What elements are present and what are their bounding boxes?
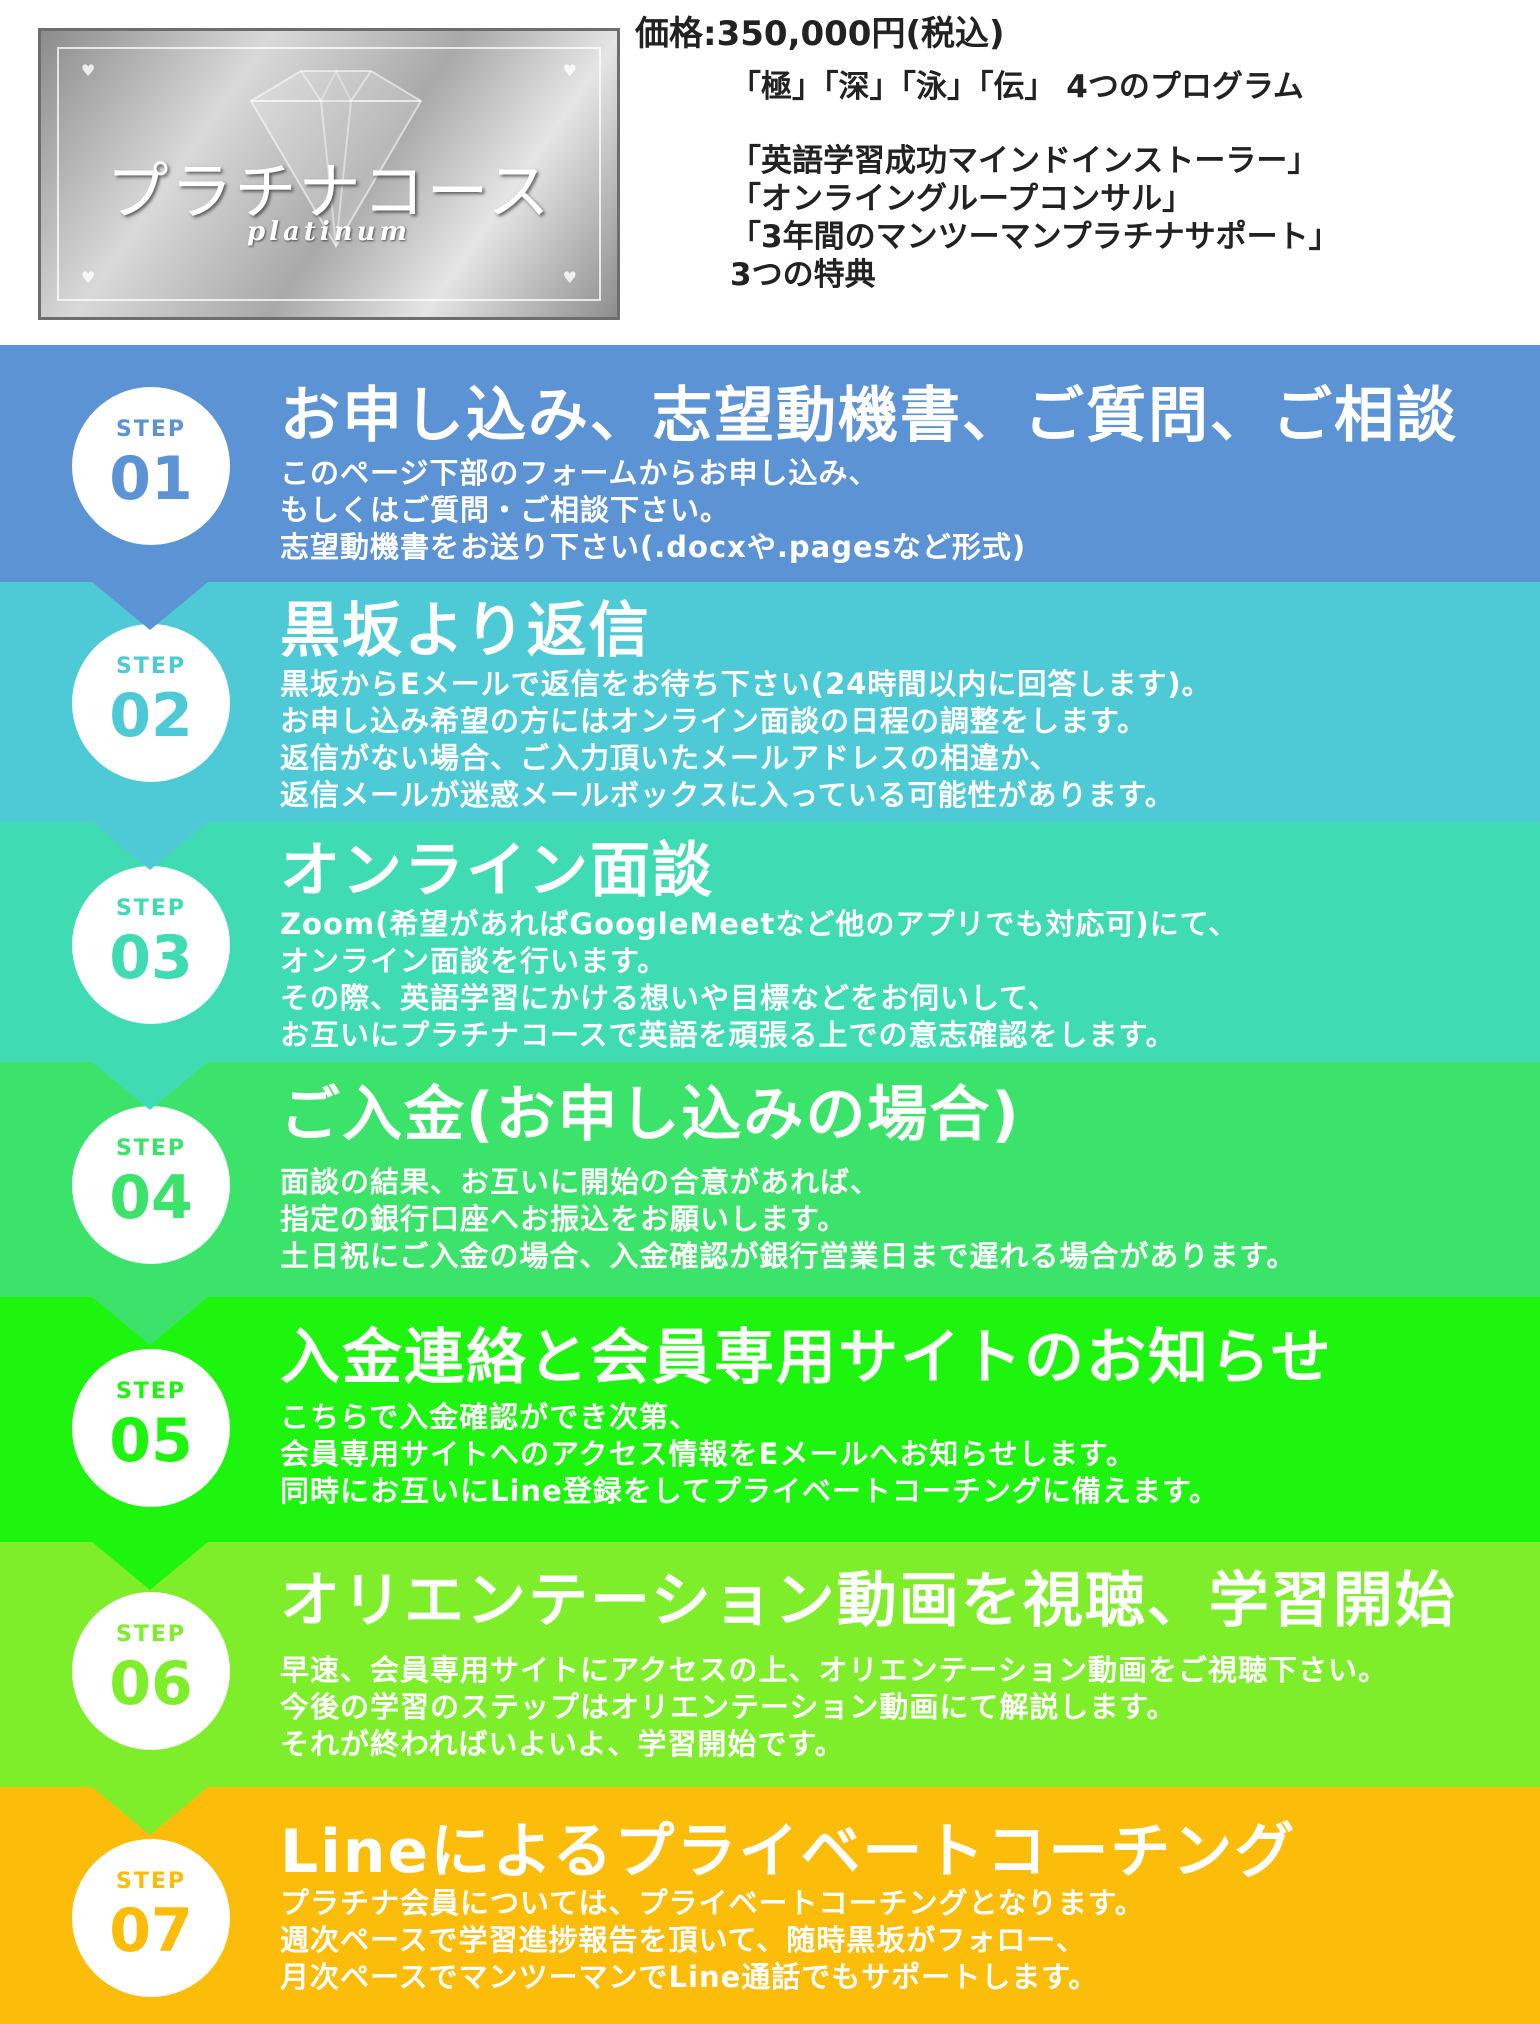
step-badge: STEP 04 — [72, 1106, 230, 1264]
step-arrow — [92, 1542, 208, 1590]
step-title: オンライン面談 — [280, 836, 714, 906]
heart-ornament-icon: ♥ — [562, 61, 577, 80]
description-line: 週次ペースで学習進捗報告を頂いて、随時黒坂がフォロー、 — [280, 1923, 1086, 1957]
benefit-item: 「3年間のマンツーマンプラチナサポート」 — [730, 219, 1340, 255]
step-description: Zoom(希望があればGoogleMeetなど他のアプリでも対応可)にて、 オン… — [280, 906, 1238, 1054]
program-list: 「極」「深」「泳」「伝」 4つのプログラム — [730, 69, 1304, 105]
step-arrow — [92, 1062, 208, 1110]
benefit-item: 「オンライングループコンサル」 — [730, 181, 1194, 217]
step-arrow — [92, 1787, 208, 1835]
card-course-subtitle: platinum — [246, 217, 412, 247]
step-01: STEP 01 お申し込み、志望動機書、ご質問、ご相談 このページ下部のフォーム… — [0, 345, 1540, 630]
step-06: STEP 06 オリエンテーション動画を視聴、学習開始 早速、会員専用サイトにア… — [0, 1542, 1540, 1835]
step-badge: STEP 07 — [72, 1839, 230, 1997]
step-title: Lineによるプライベートコーチング — [280, 1817, 1297, 1887]
step-description: プラチナ会員については、プライベートコーチングとなります。 週次ペースで学習進捗… — [280, 1885, 1145, 1996]
description-line: その際、英語学習にかける想いや目標などをお伺いして、 — [280, 981, 1058, 1015]
description-line: 返信がない場合、ご入力頂いたメールアドレスの相違か、 — [280, 741, 1060, 775]
benefit-item: 「英語学習成功マインドインストーラー」 — [730, 143, 1319, 179]
step-07: STEP 07 Lineによるプライベートコーチング プラチナ会員については、プ… — [0, 1787, 1540, 2024]
step-label: STEP — [115, 1869, 186, 1894]
description-line: 志望動機書をお送り下さい(.docxや.pagesなど形式) — [280, 530, 1027, 564]
step-label: STEP — [115, 1379, 186, 1404]
description-line: 面談の結果、お互いに開始の合意があれば、 — [280, 1165, 881, 1199]
step-title: 黒坂より返信 — [280, 596, 651, 666]
step-label: STEP — [115, 1622, 186, 1647]
description-line: オンライン面談を行います。 — [280, 944, 668, 978]
step-03: STEP 03 オンライン面談 Zoom(希望があればGoogleMeetなど他… — [0, 822, 1540, 1110]
description-line: 今後の学習のステップはオリエンテーション動画にて解説します。 — [280, 1690, 1177, 1724]
step-arrow — [92, 582, 208, 630]
price-label: 価格:350,000円(税込) — [635, 14, 1005, 54]
step-description: こちらで入金確認ができ次第、 会員専用サイトへのアクセス情報をEメールへお知らせ… — [280, 1399, 1219, 1510]
description-line: もしくはご質問・ご相談下さい。 — [280, 493, 731, 527]
step-number: 07 — [109, 1896, 193, 1966]
step-number: 05 — [109, 1406, 193, 1476]
step-label: STEP — [115, 654, 186, 679]
step-badge: STEP 01 — [72, 387, 230, 545]
step-number: 03 — [109, 923, 193, 993]
description-line: お申し込み希望の方にはオンライン面談の日程の調整をします。 — [280, 704, 1148, 738]
description-line: それが終わればいよいよ、学習開始です。 — [280, 1727, 845, 1761]
card-frame — [57, 47, 601, 301]
step-05: STEP 05 入金連絡と会員専用サイトのお知らせ こちらで入金確認ができ次第、… — [0, 1297, 1540, 1590]
course-header: ♥ ♥ ♥ ♥ プラチナコース platinum 価格:350,000円(税込)… — [0, 0, 1540, 345]
description-line: 返信メールが迷惑メールボックスに入っている可能性があります。 — [280, 778, 1175, 812]
step-description: 早速、会員専用サイトにアクセスの上、オリエンテーション動画をご視聴下さい。 今後… — [280, 1652, 1388, 1763]
heart-ornament-icon: ♥ — [81, 268, 96, 287]
description-line: Zoom(希望があればGoogleMeetなど他のアプリでも対応可)にて、 — [280, 907, 1239, 941]
step-description: 黒坂からEメールで返信をお待ち下さい(24時間以内に回答します)。 お申し込み希… — [280, 666, 1212, 814]
step-title: オリエンテーション動画を視聴、学習開始 — [280, 1566, 1457, 1636]
step-badge: STEP 03 — [72, 866, 230, 1024]
step-02: STEP 02 黒坂より返信 黒坂からEメールで返信をお待ち下さい(24時間以内… — [0, 582, 1540, 870]
step-number: 02 — [109, 681, 193, 751]
step-title: お申し込み、志望動機書、ご質問、ご相談 — [280, 381, 1458, 451]
step-badge: STEP 06 — [72, 1592, 230, 1750]
description-line: 指定の銀行口座へお振込をお願いします。 — [280, 1202, 848, 1236]
step-description: このページ下部のフォームからお申し込み、 もしくはご質問・ご相談下さい。 志望動… — [280, 455, 1026, 566]
step-arrow — [92, 822, 208, 870]
step-title: ご入金(お申し込みの場合) — [280, 1080, 1021, 1150]
description-line: こちらで入金確認ができ次第、 — [280, 1400, 700, 1434]
step-label: STEP — [115, 417, 186, 442]
description-line: 同時にお互いにLine登録をしてプライベートコーチングに備えます。 — [280, 1474, 1219, 1508]
description-line: 黒坂からEメールで返信をお待ち下さい(24時間以内に回答します)。 — [280, 667, 1212, 701]
description-line: このページ下部のフォームからお申し込み、 — [280, 456, 879, 490]
step-arrow — [92, 1297, 208, 1345]
step-number: 01 — [109, 444, 193, 514]
card-course-name: プラチナコース — [106, 155, 552, 228]
step-badge: STEP 05 — [72, 1349, 230, 1507]
step-label: STEP — [115, 896, 186, 921]
description-line: 土日祝にご入金の場合、入金確認が銀行営業日まで遅れる場合があります。 — [280, 1239, 1297, 1273]
step-label: STEP — [115, 1136, 186, 1161]
step-04: STEP 04 ご入金(お申し込みの場合) 面談の結果、お互いに開始の合意があれ… — [0, 1062, 1540, 1345]
step-number: 06 — [109, 1649, 193, 1719]
benefit-count: 3つの特典 — [730, 257, 876, 293]
description-line: 早速、会員専用サイトにアクセスの上、オリエンテーション動画をご視聴下さい。 — [280, 1653, 1388, 1687]
description-line: プラチナ会員については、プライベートコーチングとなります。 — [280, 1886, 1145, 1920]
heart-ornament-icon: ♥ — [562, 268, 577, 287]
description-line: 月次ペースでマンツーマンでLine通話でもサポートします。 — [280, 1960, 1099, 1994]
step-number: 04 — [109, 1163, 193, 1233]
description-line: 会員専用サイトへのアクセス情報をEメールへお知らせします。 — [280, 1437, 1136, 1471]
platinum-course-card: ♥ ♥ ♥ ♥ プラチナコース platinum — [38, 28, 620, 320]
description-line: お互いにプラチナコースで英語を頑張る上での意志確認をします。 — [280, 1018, 1176, 1052]
heart-ornament-icon: ♥ — [81, 61, 96, 80]
step-badge: STEP 02 — [72, 624, 230, 782]
diamond-icon — [249, 68, 423, 248]
step-title: 入金連絡と会員専用サイトのお知らせ — [280, 1323, 1333, 1393]
course-summary: 「極」「深」「泳」「伝」 4つのプログラム 「英語学習成功マインドインストーラー… — [730, 68, 1340, 294]
step-description: 面談の結果、お互いに開始の合意があれば、 指定の銀行口座へお振込をお願いします。… — [280, 1164, 1297, 1275]
